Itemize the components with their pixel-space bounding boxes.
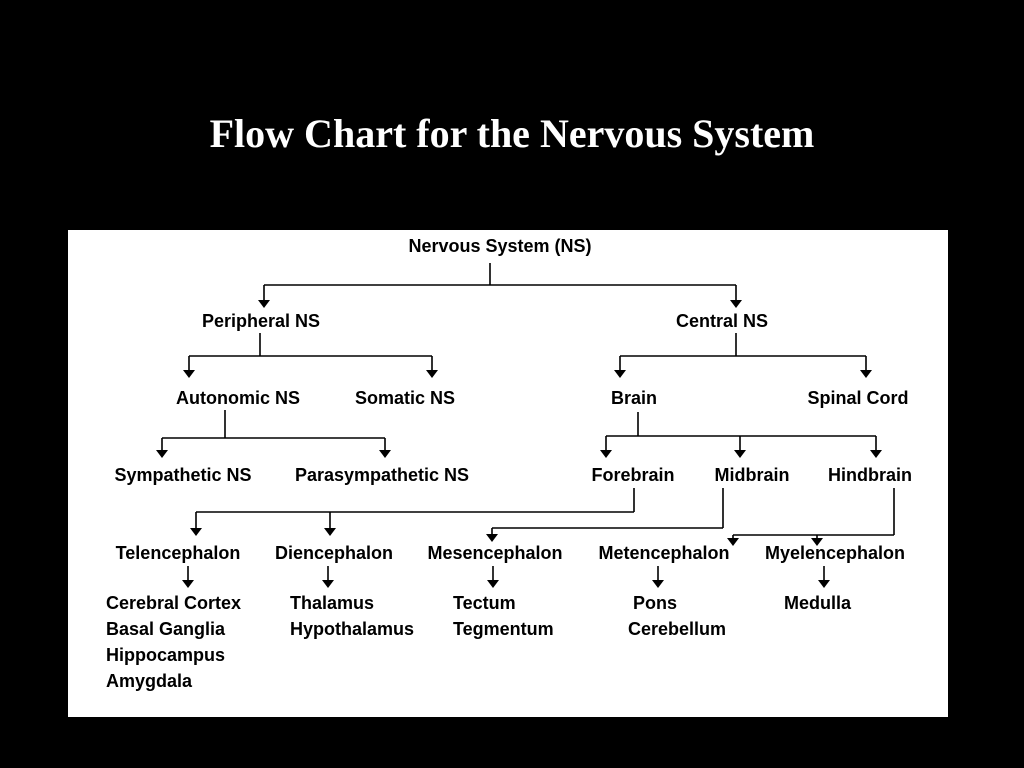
structure-basal-ganglia: Basal Ganglia (106, 619, 226, 639)
node-midbrain: Midbrain (715, 465, 790, 485)
edge-forebrain-branch (195, 488, 635, 530)
structure-hypothalamus: Hypothalamus (290, 619, 414, 639)
edge-autonomic-branch (161, 410, 386, 452)
arrow-to-midbrain (734, 450, 746, 458)
arrow-to-telencephalon (190, 528, 202, 536)
node-somatic-ns: Somatic NS (355, 388, 455, 408)
arrow-to-metencephalon-structures (652, 580, 664, 588)
node-nervous-system: Nervous System (NS) (408, 236, 591, 256)
node-hindbrain: Hindbrain (828, 465, 912, 485)
arrow-to-somatic (426, 370, 438, 378)
structure-cerebral-cortex: Cerebral Cortex (106, 593, 241, 613)
arrow-to-spinal-cord (860, 370, 872, 378)
flow-chart-nodes: Nervous System (NS) Peripheral NS Centra… (106, 236, 912, 691)
edge-ns-branch (263, 263, 737, 302)
arrow-to-brain (614, 370, 626, 378)
node-brain: Brain (611, 388, 657, 408)
arrow-to-parasympathetic (379, 450, 391, 458)
node-telencephalon: Telencephalon (116, 543, 241, 563)
node-peripheral-ns: Peripheral NS (202, 311, 320, 331)
flow-chart-panel: Nervous System (NS) Peripheral NS Centra… (68, 230, 948, 717)
node-diencephalon: Diencephalon (275, 543, 393, 563)
node-myelencephalon: Myelencephalon (765, 543, 905, 563)
node-metencephalon: Metencephalon (598, 543, 729, 563)
structure-tectum: Tectum (453, 593, 516, 613)
structure-pons: Pons (633, 593, 677, 613)
node-spinal-cord: Spinal Cord (807, 388, 908, 408)
node-sympathetic-ns: Sympathetic NS (114, 465, 251, 485)
arrow-to-mesencephalon (486, 534, 498, 542)
edge-brain-branch (605, 412, 877, 452)
structure-medulla: Medulla (784, 593, 852, 613)
structure-hippocampus: Hippocampus (106, 645, 225, 665)
edge-hindbrain-branch (732, 488, 895, 540)
arrow-to-diencephalon (324, 528, 336, 536)
structure-thalamus: Thalamus (290, 593, 374, 613)
arrow-to-peripheral (258, 300, 270, 308)
flow-chart: Nervous System (NS) Peripheral NS Centra… (106, 236, 912, 691)
node-parasympathetic-ns: Parasympathetic NS (295, 465, 469, 485)
structure-amygdala: Amygdala (106, 671, 193, 691)
arrow-to-diencephalon-structures (322, 580, 334, 588)
slide-title: Flow Chart for the Nervous System (209, 111, 815, 156)
arrow-to-hindbrain (870, 450, 882, 458)
arrow-to-mesencephalon-structures (487, 580, 499, 588)
arrow-to-sympathetic (156, 450, 168, 458)
arrow-to-metencephalon (727, 538, 739, 546)
flow-chart-edges (156, 263, 895, 588)
structure-cerebellum: Cerebellum (628, 619, 726, 639)
arrow-to-forebrain (600, 450, 612, 458)
node-central-ns: Central NS (676, 311, 768, 331)
arrow-to-autonomic (183, 370, 195, 378)
arrow-to-telencephalon-structures (182, 580, 194, 588)
node-autonomic-ns: Autonomic NS (176, 388, 300, 408)
structure-tegmentum: Tegmentum (453, 619, 554, 639)
edge-peripheral-branch (188, 333, 433, 372)
edge-central-branch (619, 333, 867, 372)
arrow-to-central (730, 300, 742, 308)
arrow-to-myelencephalon (811, 538, 823, 546)
node-mesencephalon: Mesencephalon (427, 543, 562, 563)
arrow-to-myelencephalon-structures (818, 580, 830, 588)
node-forebrain: Forebrain (591, 465, 674, 485)
